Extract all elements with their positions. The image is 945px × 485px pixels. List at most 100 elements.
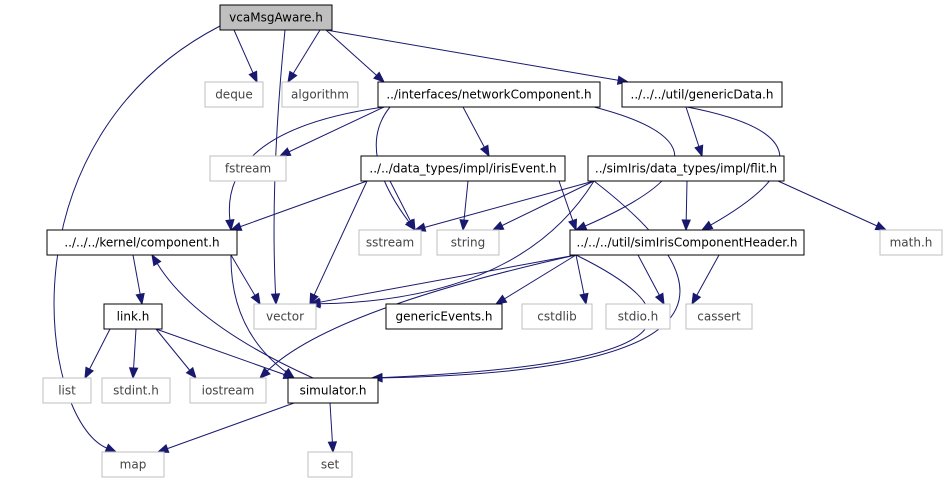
edge-line <box>501 180 595 227</box>
edge-line <box>325 29 619 81</box>
node-box <box>204 81 264 108</box>
edge-line <box>230 254 256 296</box>
node-box <box>189 377 267 404</box>
node-box <box>358 229 422 256</box>
node-label: set <box>321 458 340 472</box>
edge-simulator-to-set <box>327 402 338 454</box>
edge-simIrisComponentHeader-to-vector <box>308 254 577 307</box>
node-label: link.h <box>117 310 150 324</box>
edge-line <box>233 29 254 74</box>
edge-arrowhead <box>185 366 197 380</box>
node-irisEvent[interactable]: ../../data_types/impl/irisEvent.h <box>360 155 566 182</box>
edge-networkComponent-to-fstream <box>278 106 385 157</box>
node-simulator[interactable]: simulator.h <box>287 377 379 404</box>
edge-simIrisComponentHeader-to-cstdlib <box>575 254 589 306</box>
edge-line <box>637 254 660 296</box>
edge-arrowhead <box>259 367 271 379</box>
node-math: math.h <box>879 229 943 256</box>
edge-line <box>89 328 111 370</box>
node-box <box>385 303 503 330</box>
edge-irisEvent-to-component <box>229 180 368 231</box>
edge-simIrisComponentHeader-to-genericEvents <box>494 254 577 305</box>
node-label: ../../data_types/impl/irisEvent.h <box>369 162 556 176</box>
edge-irisEvent-to-simIrisComponentHeader <box>558 180 578 232</box>
node-linkh[interactable]: link.h <box>103 303 163 330</box>
edge-simIrisComponentHeader-to-stdio <box>637 254 665 306</box>
edge-arrowhead <box>270 293 281 306</box>
edge-linkh-to-list <box>84 328 111 380</box>
node-label: ../../../util/genericData.h <box>631 88 774 102</box>
node-label: stdio.h <box>618 310 658 324</box>
edge-flit-to-sstream <box>413 180 595 232</box>
node-label: cassert <box>697 310 741 324</box>
node-box <box>436 229 500 256</box>
edge-arrowhead <box>491 221 505 231</box>
edge-flit-to-simIrisComponentHeader <box>681 180 691 232</box>
node-box <box>521 303 593 330</box>
node-label: simulator.h <box>300 384 367 398</box>
node-label: cstdlib <box>537 310 576 324</box>
edge-genericData-to-flit <box>685 106 704 158</box>
node-flit[interactable]: ../simIris/data_types/impl/flit.h <box>587 155 785 182</box>
edge-line <box>777 180 878 227</box>
node-box <box>307 451 353 478</box>
edge-arrowhead <box>459 219 469 232</box>
edge-line <box>313 180 368 296</box>
edge-line <box>133 328 137 369</box>
edge-arrowhead <box>225 219 235 232</box>
node-cstdlib: cstdlib <box>521 303 593 330</box>
node-box <box>103 303 163 330</box>
node-genericData[interactable]: ../../../util/genericData.h <box>621 81 783 108</box>
edge-line <box>389 180 411 222</box>
node-label: deque <box>215 88 253 102</box>
edge-line <box>155 328 285 376</box>
edge-arrowhead <box>700 220 714 231</box>
edge-line <box>53 25 221 449</box>
node-label: vector <box>266 310 304 324</box>
node-sstream: sstream <box>358 229 422 256</box>
node-genericEvents[interactable]: genericEvents.h <box>385 303 503 330</box>
edge-arrowhead <box>156 443 170 453</box>
edge-arrowhead <box>84 366 94 380</box>
node-label: iostream <box>202 384 255 398</box>
node-box <box>287 377 379 404</box>
edge-arrowhead <box>309 292 319 306</box>
edge-line <box>288 106 385 153</box>
node-component[interactable]: ../../../kernel/component.h <box>46 229 238 256</box>
edge-line <box>696 254 720 296</box>
node-label: ../interfaces/networkComponent.h <box>386 88 591 102</box>
node-simIrisComponentHeader[interactable]: ../../../util/simIrisComponentHeader.h <box>569 229 805 256</box>
node-box <box>42 377 92 404</box>
edge-line <box>319 254 577 303</box>
edge-flit-to-math <box>777 180 888 231</box>
node-vcaMsgAware: vcaMsgAware.h <box>219 4 333 31</box>
edge-line <box>167 402 295 450</box>
node-box <box>587 155 785 182</box>
edge-arrowhead <box>494 294 508 305</box>
edge-simulator-to-map <box>156 402 295 453</box>
edge-vcaMsgAware-to-algorithm <box>287 29 321 84</box>
edge-arrowhead <box>135 292 145 306</box>
edge-vcaMsgAware-to-networkComponent <box>325 29 386 83</box>
edge-simIrisComponentHeader-to-cassert <box>691 254 720 306</box>
edge-irisEvent-to-sstream <box>389 180 416 232</box>
node-box <box>377 81 601 108</box>
node-label: ../simIris/data_types/impl/flit.h <box>595 162 777 176</box>
node-map: map <box>101 451 165 478</box>
node-list: list <box>42 377 92 404</box>
node-box <box>101 377 171 404</box>
edge-networkComponent-to-component <box>225 106 385 232</box>
node-label: map <box>120 458 147 472</box>
node-networkComponent[interactable]: ../interfaces/networkComponent.h <box>377 81 601 108</box>
node-label: genericEvents.h <box>396 310 493 324</box>
edge-line <box>575 254 585 295</box>
edge-arrowhead <box>248 70 258 84</box>
edge-line <box>155 328 191 371</box>
node-deque: deque <box>204 81 264 108</box>
edge-line <box>424 180 595 228</box>
edge-arrowhead <box>373 71 386 83</box>
node-set: set <box>307 451 353 478</box>
node-iostream: iostream <box>189 377 267 404</box>
node-box <box>685 303 753 330</box>
edge-arrowhead <box>104 443 118 453</box>
